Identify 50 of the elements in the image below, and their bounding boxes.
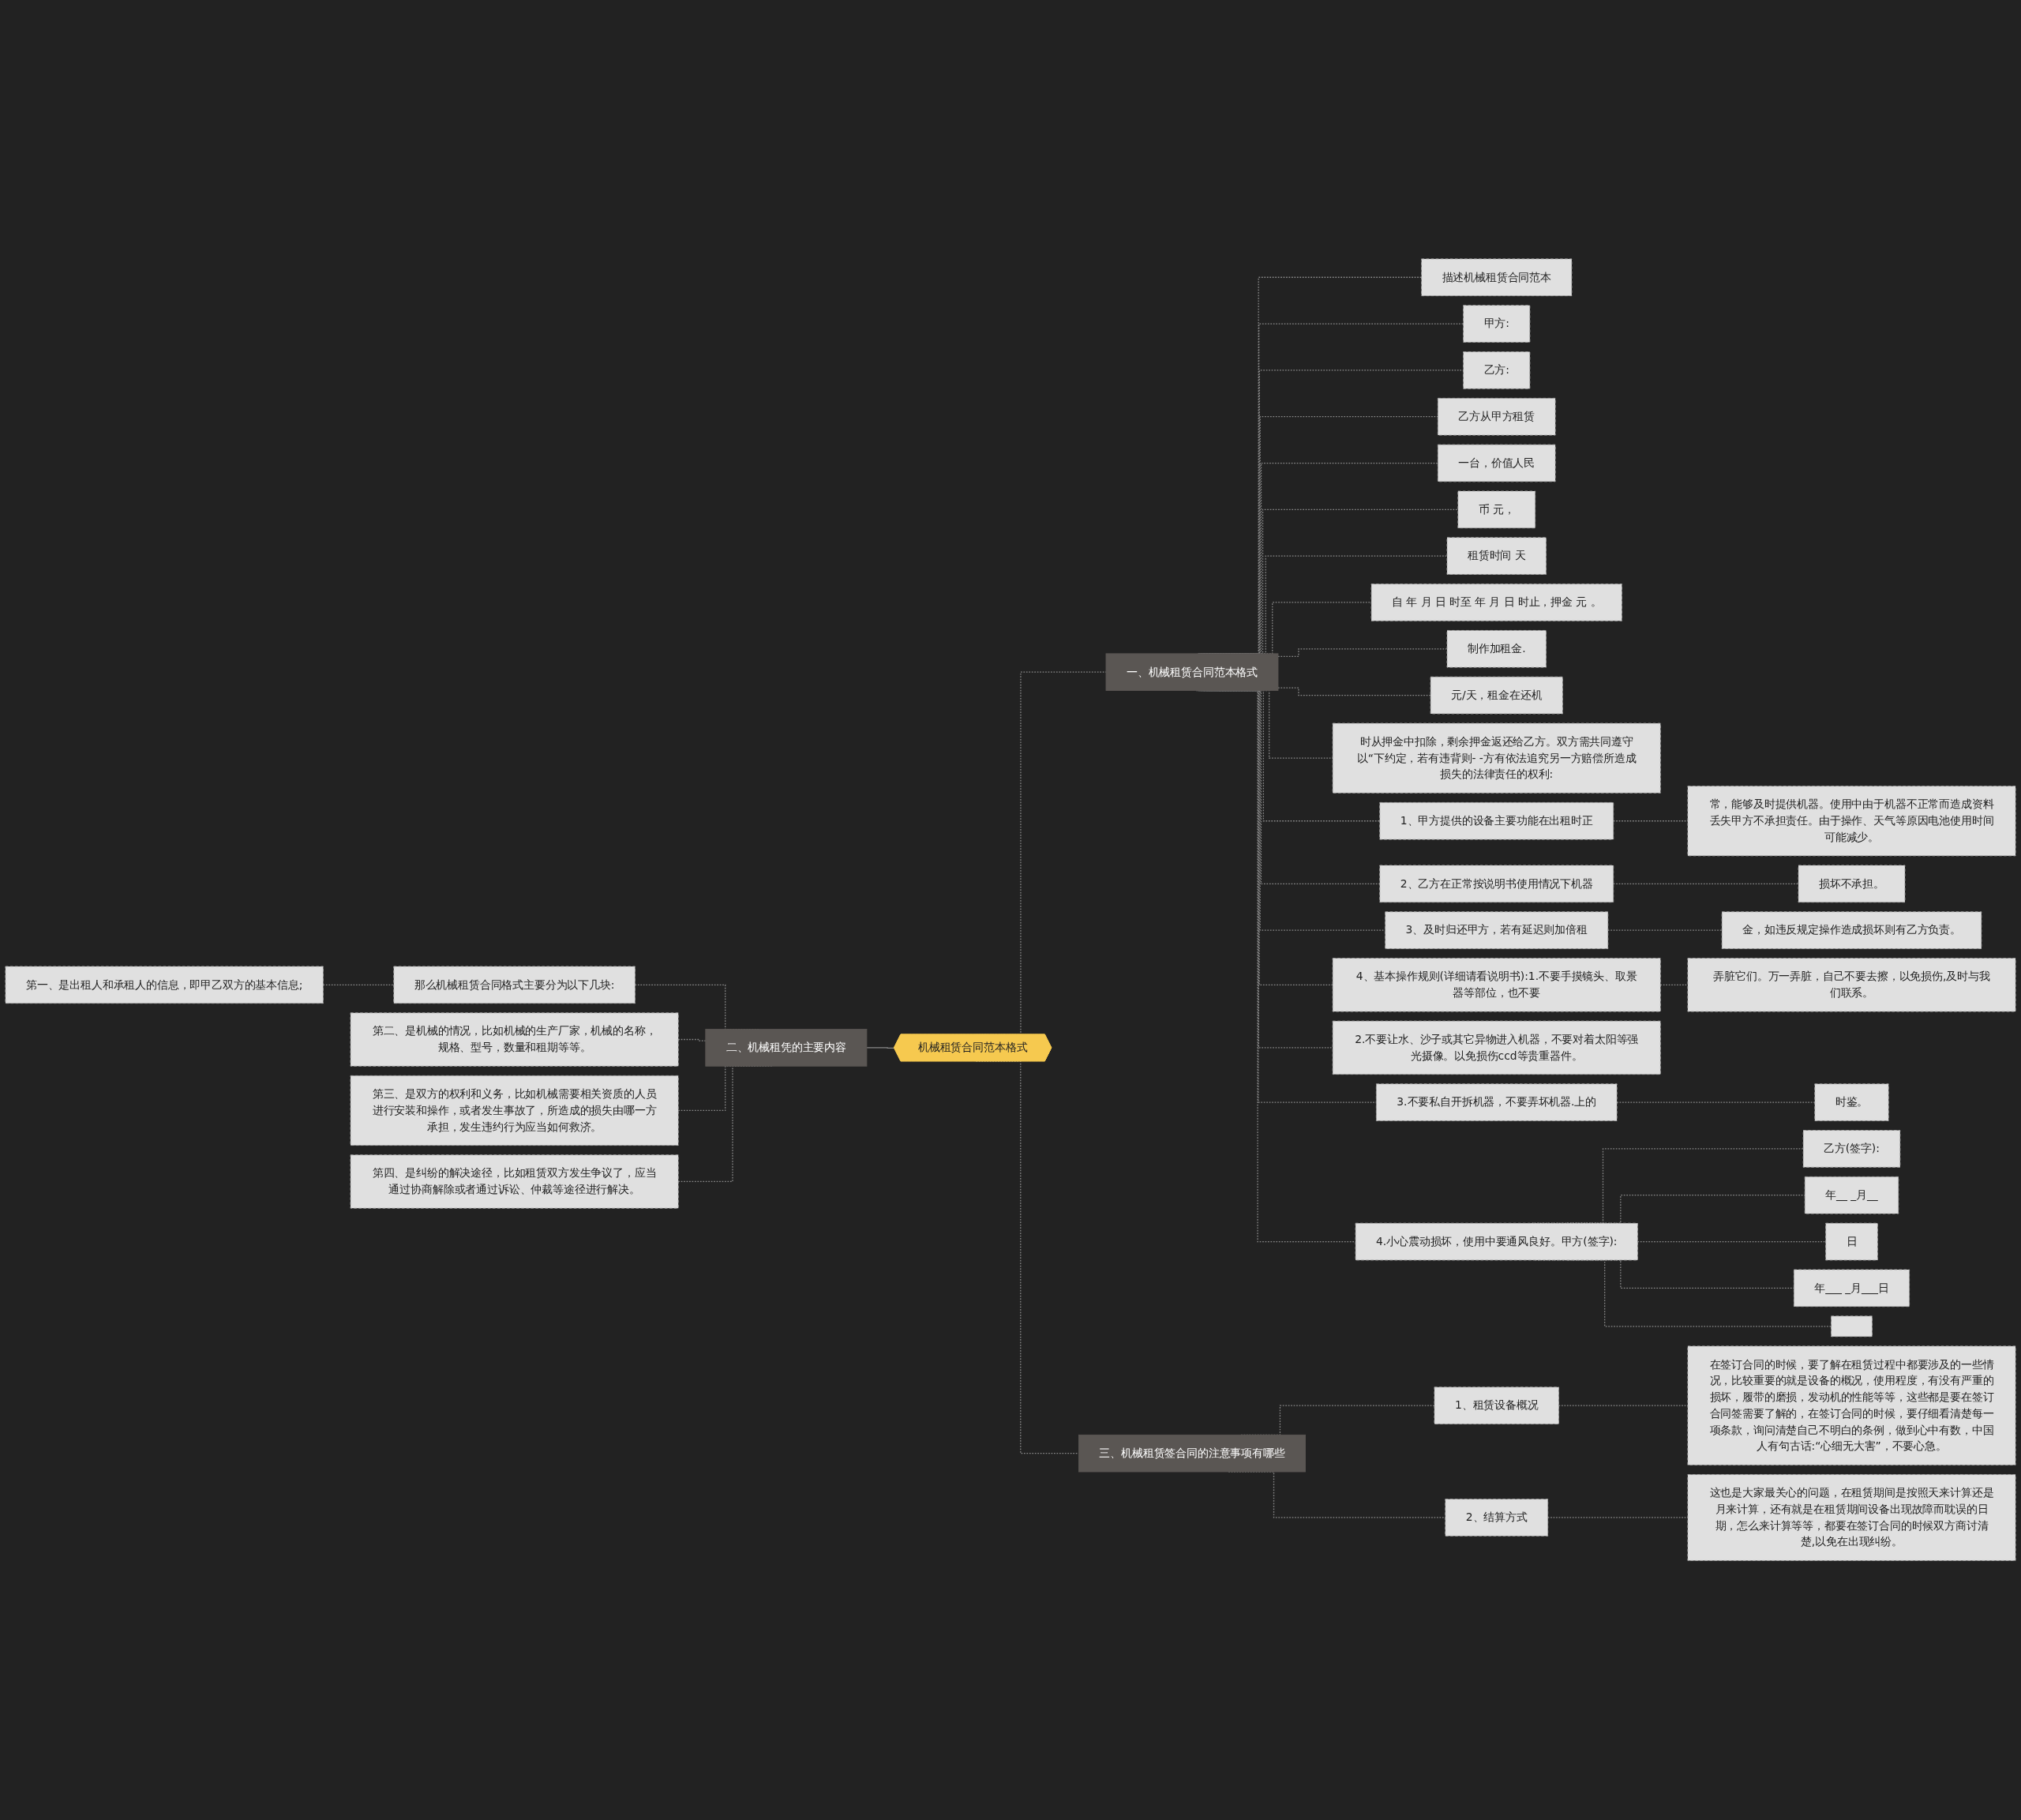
node-box <box>350 1012 679 1067</box>
connector <box>1547 1517 1689 1518</box>
connector <box>1277 648 1448 658</box>
node-box <box>350 1075 679 1146</box>
node-box <box>1687 958 2016 1012</box>
node-box <box>1437 445 1556 482</box>
connector <box>1613 884 1799 885</box>
node-box <box>1721 911 1982 950</box>
node-box <box>1355 1223 1638 1261</box>
node-box <box>1105 653 1279 692</box>
node-box <box>350 1154 679 1209</box>
connector <box>866 1047 895 1049</box>
node-box <box>1825 1223 1878 1261</box>
connector <box>322 985 395 986</box>
node-box <box>705 1029 868 1067</box>
node-box <box>1804 1176 1899 1214</box>
node-box <box>1687 786 2016 857</box>
node-box <box>1434 1387 1559 1425</box>
node-box <box>5 966 324 1004</box>
node-box <box>1421 258 1573 297</box>
node-box <box>1375 1083 1618 1122</box>
node-box <box>1687 1345 2016 1466</box>
node-box <box>1332 722 1661 794</box>
node-box <box>1831 1315 1873 1338</box>
node-box <box>1814 1083 1889 1122</box>
connector <box>1637 1241 1827 1243</box>
node-box <box>1463 305 1531 343</box>
node-box <box>1385 911 1609 950</box>
node-box <box>1446 630 1547 668</box>
node-box <box>1793 1269 1910 1308</box>
node-box <box>1463 351 1531 389</box>
node-box <box>1430 677 1563 715</box>
node-box <box>1445 1499 1549 1537</box>
node-box <box>1802 1130 1901 1168</box>
mind-map-drawing: 第一、是出租人和承租人的信息，即甲乙双方的基本信息; 那么机械租赁合同格式主要分为以下几块: 第二、是机械的情况，比如机械的生产厂家，机械的名称，规格、型号，数量和租期等等。 第三、是双方的权利和义务，比如机械需要相关资质的人员进行安装和操作，或者发生事故了，所造成的损失由哪一方承担，发生违约行为应当如何救济。 第四、是纠纷的解决途径，比如租赁双方发生争议了，应当通过协商解除或者通过诉讼、仲裁等途径进行解决。 二、机械租凭的主要内容 机械租赁合同范本格式 一、机械租赁合同范本格式 描述机械租赁合同范本 甲方: 乙方: 乙方从甲方租赁 一台，价值人民 币 元， 租赁时间 天 自 年 月 日 时至 年 月 日 时止，押金 元 。 制作加租金. 元/天，租金在还机 时从押金中扣除，剩余押金返还给乙方。双方需共同遵守以“下约定，若有违背则- -方有依法追究另一方赔偿所造成损失的法律责任的权利: 1、甲方提供的设备主要功能在出租时正 常，能够及时提供机器。使用中由于机器不正常而造成资料丢失甲方不承担责任。由于操作、天气等原因电池使用时间可能减少。 2、乙方在正常按说明书使用情况下机器 损坏不承担。 3、及时归还甲方，若有延迟则加倍租 金，如违反规定操作造成损坏则有乙方负责。 4、基本操作规则(详细请看说明书):1.不要手摸镜头、取景器等部位，也不要 弄脏它们。万一弄脏，自己不要去擦，以免损伤,及时与我们联系。 2.不要让水、沙子或其它异物进入机器，不要对着太阳等强光摄像。以免损伤ccd等贵重器件。 3.不要私自开拆机器，不要弄坏机器.上的 时鉴。 4.小心震动损坏，使用中要通风良好。甲方(签字): 乙方(签字): 年__ _月__ 日 年___ _月___日 三、机械租赁签合同的注意事项有哪些 1、租赁设备概况 在签订合同的时候，要了解在租赁过程中都要涉及的一些情况，比较重要的就是设备的概况，使用程度，有没有严重的损坏，履带的磨损，发动机的性能等等，这些都是要在签订合同签需要了解的，在签订合同的时候，要仔细看清楚每一项条款，询问清楚自己不明白的条例，做到心中有数，中国人有句古话:“心细无大害”，不要心急。 2、结算方式 这也是大家最关心的问题，在租赁期间是按照天来计算还是月来计算，还有就是在租赁期间设备出现故障而耽误的日期，怎么来计算等等，都要在签订合同的时候双方商讨清楚,以免在出现纠纷。 <box>0 253 2021 1567</box>
node-box <box>1446 537 1547 576</box>
node-box <box>393 966 636 1004</box>
node-box <box>1379 802 1614 840</box>
node-box <box>1370 584 1622 622</box>
node-box <box>1437 398 1556 436</box>
node-box <box>1332 1021 1661 1075</box>
node-box <box>1332 958 1661 1012</box>
connector <box>1558 1405 1689 1407</box>
connector <box>1607 929 1723 932</box>
node-box <box>1457 490 1536 529</box>
node-box <box>1687 1474 2016 1562</box>
connector <box>1277 687 1431 696</box>
node-box <box>1798 865 1906 903</box>
node-box <box>1379 865 1614 903</box>
node-box <box>1078 1435 1306 1473</box>
